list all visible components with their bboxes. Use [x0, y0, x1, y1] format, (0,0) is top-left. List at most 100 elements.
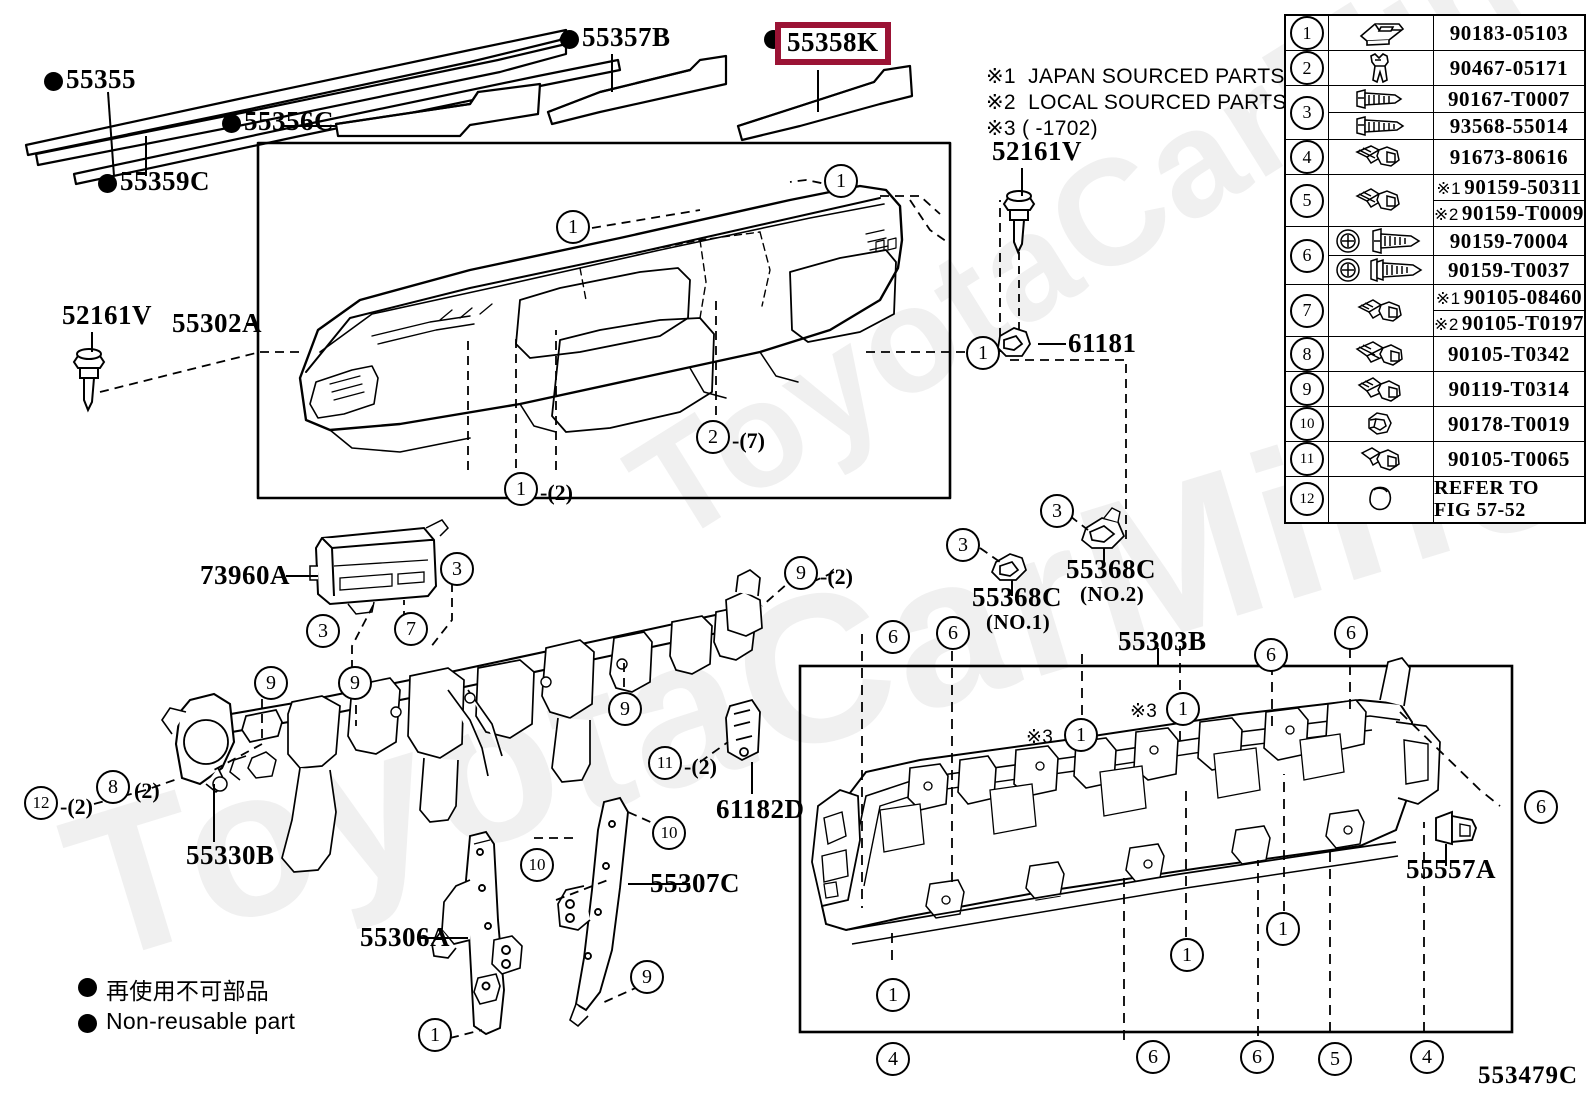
table-row[interactable]: 3 90167-T0007 [1284, 85, 1586, 140]
callout-1[interactable]: 1 [504, 472, 538, 506]
callout-6[interactable]: 6 [1240, 1040, 1274, 1074]
table-row[interactable]: 11 90105-T0065 [1284, 441, 1586, 477]
table-cell-number: 9 [1284, 371, 1329, 407]
callout-1[interactable]: 1 [876, 978, 910, 1012]
screw-icon [1356, 89, 1403, 109]
callout-1[interactable]: 1 [556, 210, 590, 244]
part-label-55557A: 55557A [1406, 854, 1496, 884]
callout-11[interactable]: 11 [648, 746, 682, 780]
callout-number: 2 [708, 425, 718, 448]
table-row[interactable]: 10 90178-T0019 [1284, 406, 1586, 442]
table-row[interactable]: 1 90183-05103 [1284, 14, 1586, 51]
table-cell-partnumber: 90119-T0314 [1432, 371, 1586, 407]
callout-6[interactable]: 6 [1334, 616, 1368, 650]
push-clip-icon [1370, 53, 1389, 84]
callout-9[interactable]: 9 [630, 960, 664, 994]
callout-5[interactable]: 5 [1318, 1042, 1352, 1076]
partnumber-value: 90159-T0009 [1461, 201, 1584, 225]
callout-1[interactable]: 1 [966, 336, 1000, 370]
callout-4[interactable]: 4 [876, 1042, 910, 1076]
table-number-2: 2 [1289, 51, 1324, 85]
callout-9[interactable]: 9 [254, 666, 288, 700]
callout-1[interactable]: 1 [1170, 938, 1204, 972]
table-cell-number: 7 [1284, 284, 1329, 337]
partnumber-value: 90105-08460 [1463, 285, 1583, 309]
table-number-5: 5 [1289, 183, 1324, 218]
callout-number: 6 [1536, 795, 1546, 818]
table-cell-partnumber: 90183-05103 [1432, 14, 1586, 51]
callout-9[interactable]: 1 [418, 1018, 452, 1052]
callout-6[interactable]: 6 [1136, 1040, 1170, 1074]
table-row[interactable]: 2 90467-05171 [1284, 50, 1586, 86]
callout-12-qty: -(2) [60, 794, 93, 819]
callout-2[interactable]: 2 [696, 420, 730, 454]
callout-3[interactable]: 3 [440, 552, 474, 586]
table-row[interactable]: 90159-T0037 [1285, 255, 1586, 285]
table-row[interactable]: 9 90119-T0314 [1284, 371, 1586, 407]
callout-10[interactable]: 10 [520, 848, 554, 882]
table-cell-number: 12 [1284, 475, 1329, 524]
source-note-2: ※2 LOCAL SOURCED PARTS [986, 90, 1287, 115]
table-row[interactable]: 6 90159-70004 [1284, 226, 1586, 285]
callout-1[interactable]: 1 [1266, 912, 1300, 946]
table-row[interactable]: 4 91673-80616 [1284, 139, 1586, 175]
table-number-10: 10 [1289, 407, 1324, 441]
table-cell-number: 5 [1284, 174, 1329, 227]
callout-9[interactable]: 9 [338, 666, 372, 700]
source-note-3: ※3 ( -1702) [986, 116, 1098, 141]
callout-number: 6 [1148, 1045, 1158, 1068]
callout-number: 3 [452, 557, 462, 580]
table-cell-icon [1327, 85, 1434, 113]
callout-1[interactable]: 1 [824, 164, 858, 198]
callout-8[interactable]: 8 [96, 770, 130, 804]
callout-number: 12 [32, 793, 50, 812]
callout-3[interactable]: 3 [946, 528, 980, 562]
callout-number: 8 [108, 775, 118, 798]
table-cell-icon [1327, 50, 1434, 86]
table-cell-icon [1327, 112, 1434, 140]
callout-10[interactable]: 10 [652, 816, 686, 850]
table-number-8: 8 [1289, 337, 1324, 371]
bolt-icon [1355, 187, 1400, 211]
callout-9[interactable]: 9 [784, 556, 818, 590]
callout-9[interactable]: 9 [608, 692, 642, 726]
table-cell-number: 2 [1284, 50, 1329, 86]
highlighted-part-box[interactable]: 55358K [775, 22, 891, 65]
callout-6[interactable]: 6 [876, 620, 910, 654]
callout-7[interactable]: 7 [394, 612, 428, 646]
callout-number: 11 [656, 753, 674, 772]
table-number-3: 3 [1289, 95, 1324, 130]
bolt-icon [1355, 341, 1403, 366]
source-mark: ※2 [1433, 315, 1459, 334]
callout-3[interactable]: 3 [1040, 494, 1074, 528]
table-cell-icon [1327, 226, 1434, 256]
nonreusable-dot [98, 174, 117, 193]
callout-6[interactable]: 6 [936, 616, 970, 650]
callout-number: 9 [642, 965, 652, 988]
callout-2-qty: -(7) [732, 428, 765, 453]
callout-1[interactable]: 1 [1166, 692, 1200, 726]
part-label-55302A: 55302A [172, 308, 262, 338]
callout-4[interactable]: 4 [1410, 1040, 1444, 1074]
table-row[interactable]: 8 90105-T0342 [1284, 336, 1586, 372]
part-label-52161V-right: 52161V [992, 136, 1082, 166]
callout-3[interactable]: 3 [306, 614, 340, 648]
callout-6[interactable]: 6 [1524, 790, 1558, 824]
callout-12[interactable]: 12 [24, 786, 58, 820]
callout-number: 1 [836, 169, 846, 192]
nut-icon [1368, 412, 1392, 435]
callout-number: 1 [1076, 723, 1086, 746]
callout-6[interactable]: 6 [1254, 638, 1288, 672]
parts-table: 1 90183-05103 2 [1284, 14, 1586, 524]
part-label-73960A: 73960A [200, 560, 290, 590]
table-row[interactable]: 93568-55014 [1285, 112, 1586, 140]
callout-1[interactable]: 1 [1064, 718, 1098, 752]
table-cell-partnumber: 90467-05171 [1432, 50, 1586, 86]
